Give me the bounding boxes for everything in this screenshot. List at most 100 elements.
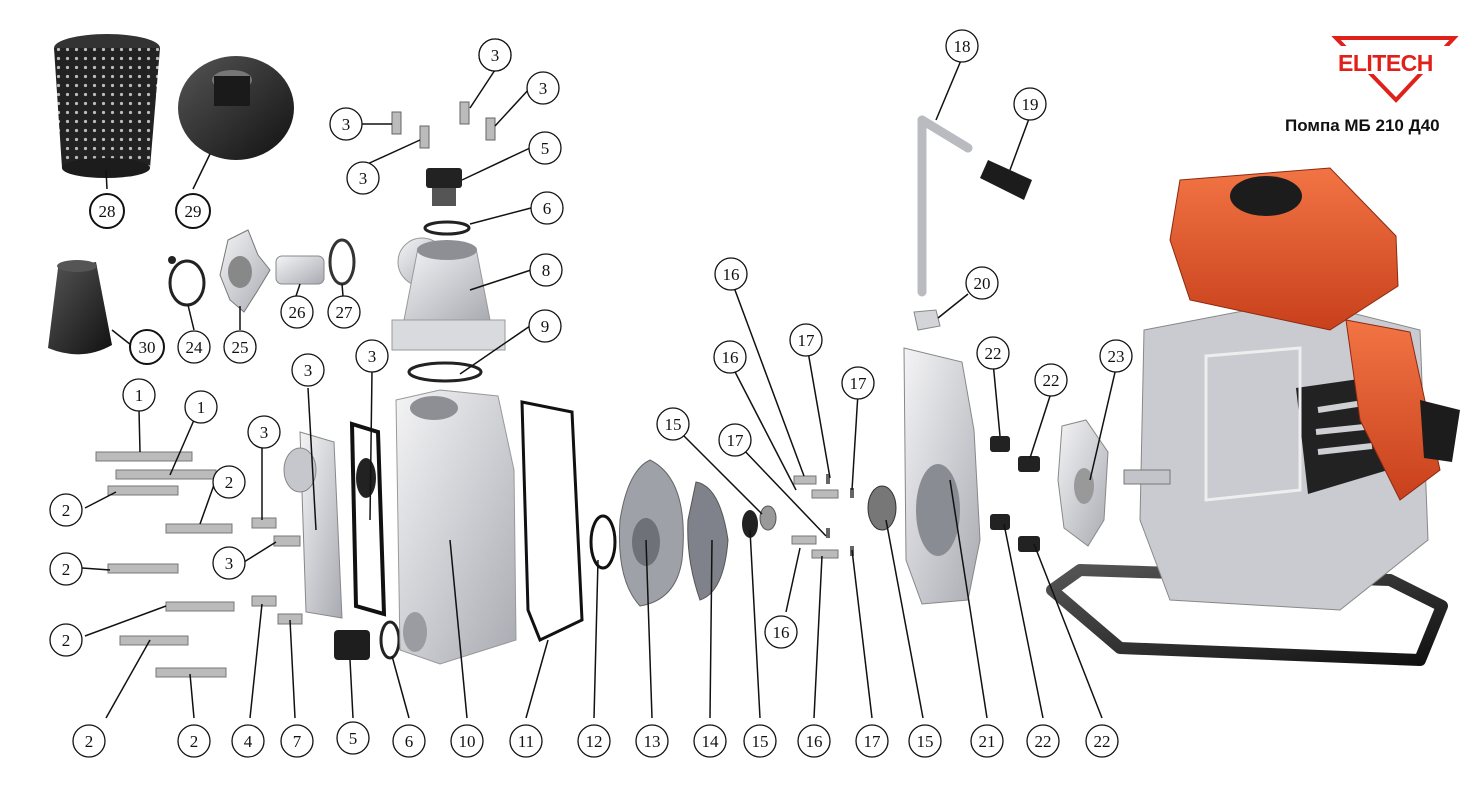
callout-number: 16 <box>723 265 740 284</box>
callout-number: 17 <box>727 431 745 450</box>
callout-number: 27 <box>336 303 354 322</box>
callout-circle <box>577 724 611 758</box>
callout-number: 22 <box>985 344 1002 363</box>
callout-number: 29 <box>185 202 202 221</box>
callout-number: 6 <box>405 732 414 751</box>
callout-number: 13 <box>644 732 661 751</box>
callout-number: 1 <box>135 386 144 405</box>
part-top-bolts <box>391 101 496 149</box>
callout-number: 15 <box>752 732 769 751</box>
callout-circle <box>89 193 125 229</box>
callout-circle <box>478 38 512 72</box>
callout-circle <box>291 353 325 387</box>
callout-number: 22 <box>1094 732 1111 751</box>
callout-circle <box>49 552 83 586</box>
callout-number: 3 <box>539 79 548 98</box>
part-18-handle <box>917 115 973 297</box>
callout-circle <box>231 724 265 758</box>
callout-circle <box>212 465 246 499</box>
part-10-pump-housing <box>395 389 517 665</box>
callout-circle <box>530 191 564 225</box>
part-8-outlet-flange <box>391 237 506 351</box>
brand-name: ELITECH <box>1338 50 1433 76</box>
callout-circle <box>336 721 370 755</box>
callout-number: 28 <box>99 202 116 221</box>
part-30-hose-fitting <box>48 260 112 355</box>
callout-circle <box>908 724 942 758</box>
callout-circle <box>635 724 669 758</box>
part-9-o-ring <box>407 361 483 383</box>
callout-circle <box>49 493 83 527</box>
part-24-clamp <box>168 256 206 307</box>
part-27-gasket <box>328 238 356 286</box>
callout-circle <box>177 724 211 758</box>
part-29-inlet-cap <box>178 56 294 160</box>
callout-number: 10 <box>459 732 476 751</box>
callout-circle <box>49 623 83 657</box>
part-28-strainer <box>54 34 160 178</box>
callout-circle <box>122 378 156 412</box>
callout-number: 22 <box>1035 732 1052 751</box>
callout-circle <box>72 724 106 758</box>
callout-circle <box>327 295 361 329</box>
callout-number: 1 <box>197 398 206 417</box>
callout-circle <box>528 309 562 343</box>
callout-circle <box>526 71 560 105</box>
callout-circle <box>714 257 748 291</box>
callouts: 3333356892829302425262711222222334733561… <box>49 29 1133 758</box>
callout-number: 4 <box>244 732 253 751</box>
callout-circle <box>718 423 752 457</box>
callout-number: 3 <box>368 347 377 366</box>
part-21-mounting-plate <box>903 347 981 605</box>
part-25-nut <box>219 229 271 313</box>
callout-number: 5 <box>349 729 358 748</box>
callout-number: 3 <box>225 554 234 573</box>
part-3-short-bolts-left <box>251 517 303 625</box>
callout-circle <box>392 724 426 758</box>
logo-mark-icon <box>1330 36 1460 103</box>
part-7-gasket <box>349 421 387 617</box>
callout-number: 16 <box>722 348 739 367</box>
callout-circle <box>764 615 798 649</box>
callout-circle <box>280 295 314 329</box>
part-22-bolts-right <box>990 436 1040 552</box>
callout-circle <box>1013 87 1047 121</box>
callout-circle <box>1099 339 1133 373</box>
callout-number: 19 <box>1022 95 1039 114</box>
part-13-volute <box>618 459 684 607</box>
callout-circle <box>797 724 831 758</box>
callout-number: 15 <box>917 732 934 751</box>
callout-number: 6 <box>543 199 552 218</box>
callout-number: 12 <box>586 732 603 751</box>
callout-number: 23 <box>1108 347 1125 366</box>
callout-number: 2 <box>85 732 94 751</box>
callout-circle <box>329 107 363 141</box>
callout-circle <box>175 193 211 229</box>
part-6-seal <box>423 220 471 236</box>
callout-circle <box>223 330 257 364</box>
callout-circle <box>528 131 562 165</box>
callout-number: 17 <box>850 374 868 393</box>
callout-number: 22 <box>1043 371 1060 390</box>
engine-assembly <box>1046 167 1460 666</box>
callout-circle <box>1085 724 1119 758</box>
callout-number: 3 <box>260 423 269 442</box>
callout-circle <box>1034 363 1068 397</box>
callout-number: 16 <box>806 732 823 751</box>
part-14-impeller <box>687 481 729 601</box>
callout-number: 16 <box>773 623 790 642</box>
callout-number: 2 <box>62 560 71 579</box>
callout-number: 11 <box>518 732 534 751</box>
callout-number: 7 <box>293 732 302 751</box>
callout-number: 24 <box>186 338 204 357</box>
callout-number: 17 <box>864 732 882 751</box>
part-19-grip <box>980 160 1032 200</box>
part-23-adapter-flange <box>1057 419 1109 547</box>
callout-circle <box>212 546 246 580</box>
callout-circle <box>346 161 380 195</box>
callout-circle <box>970 724 1004 758</box>
part-15-seal-parts <box>742 485 897 538</box>
part-5-filler-plug <box>426 168 462 206</box>
callout-circle <box>656 407 690 441</box>
callout-circle <box>129 329 165 365</box>
